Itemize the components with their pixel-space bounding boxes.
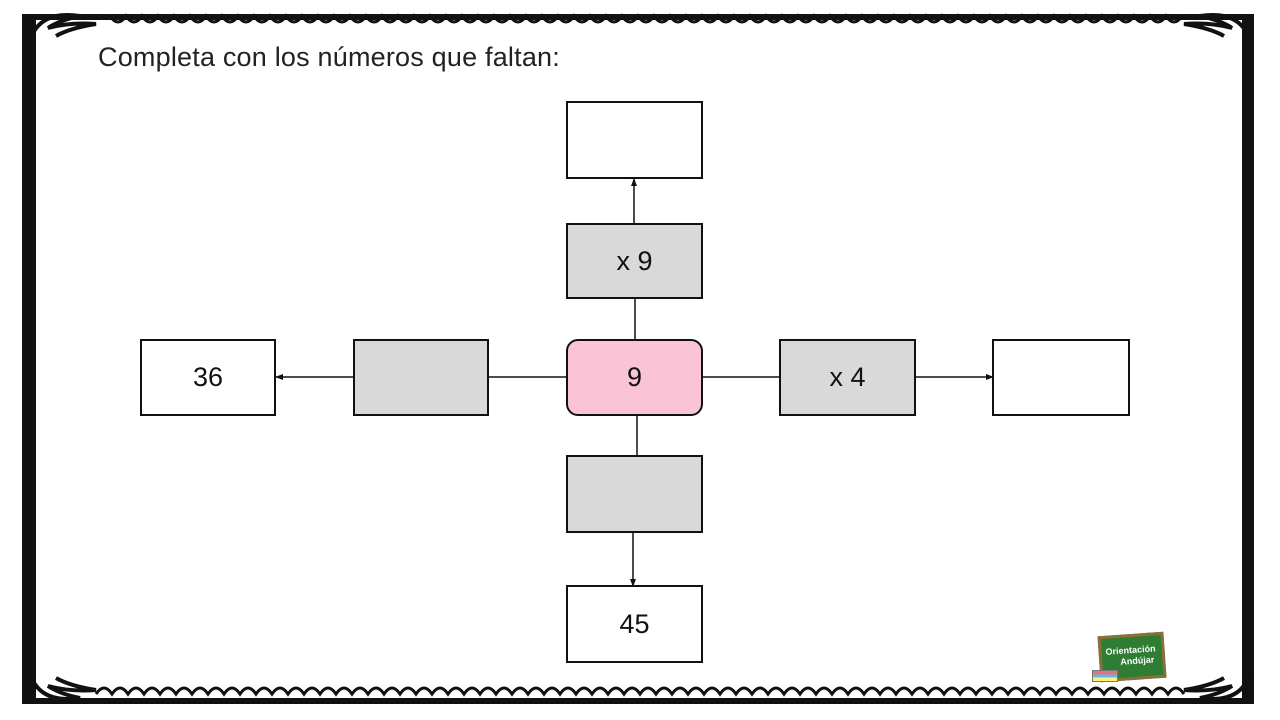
right-result-box[interactable] [992, 339, 1130, 416]
center-number-box: 9 [566, 339, 703, 416]
down-operation-box[interactable] [566, 455, 703, 533]
decorative-scallop-border-bottom [28, 673, 1252, 701]
decorative-scallop-border-top [28, 13, 1252, 41]
left-result-box[interactable]: 36 [140, 339, 276, 416]
books-icon [1092, 670, 1118, 682]
up-operation-box[interactable]: x 9 [566, 223, 703, 299]
right-operation-box[interactable]: x 4 [779, 339, 916, 416]
up-result-box[interactable] [566, 101, 703, 179]
down-result-box[interactable]: 45 [566, 585, 703, 663]
instruction-text: Completa con los números que faltan: [98, 42, 560, 72]
left-operation-box[interactable] [353, 339, 489, 416]
